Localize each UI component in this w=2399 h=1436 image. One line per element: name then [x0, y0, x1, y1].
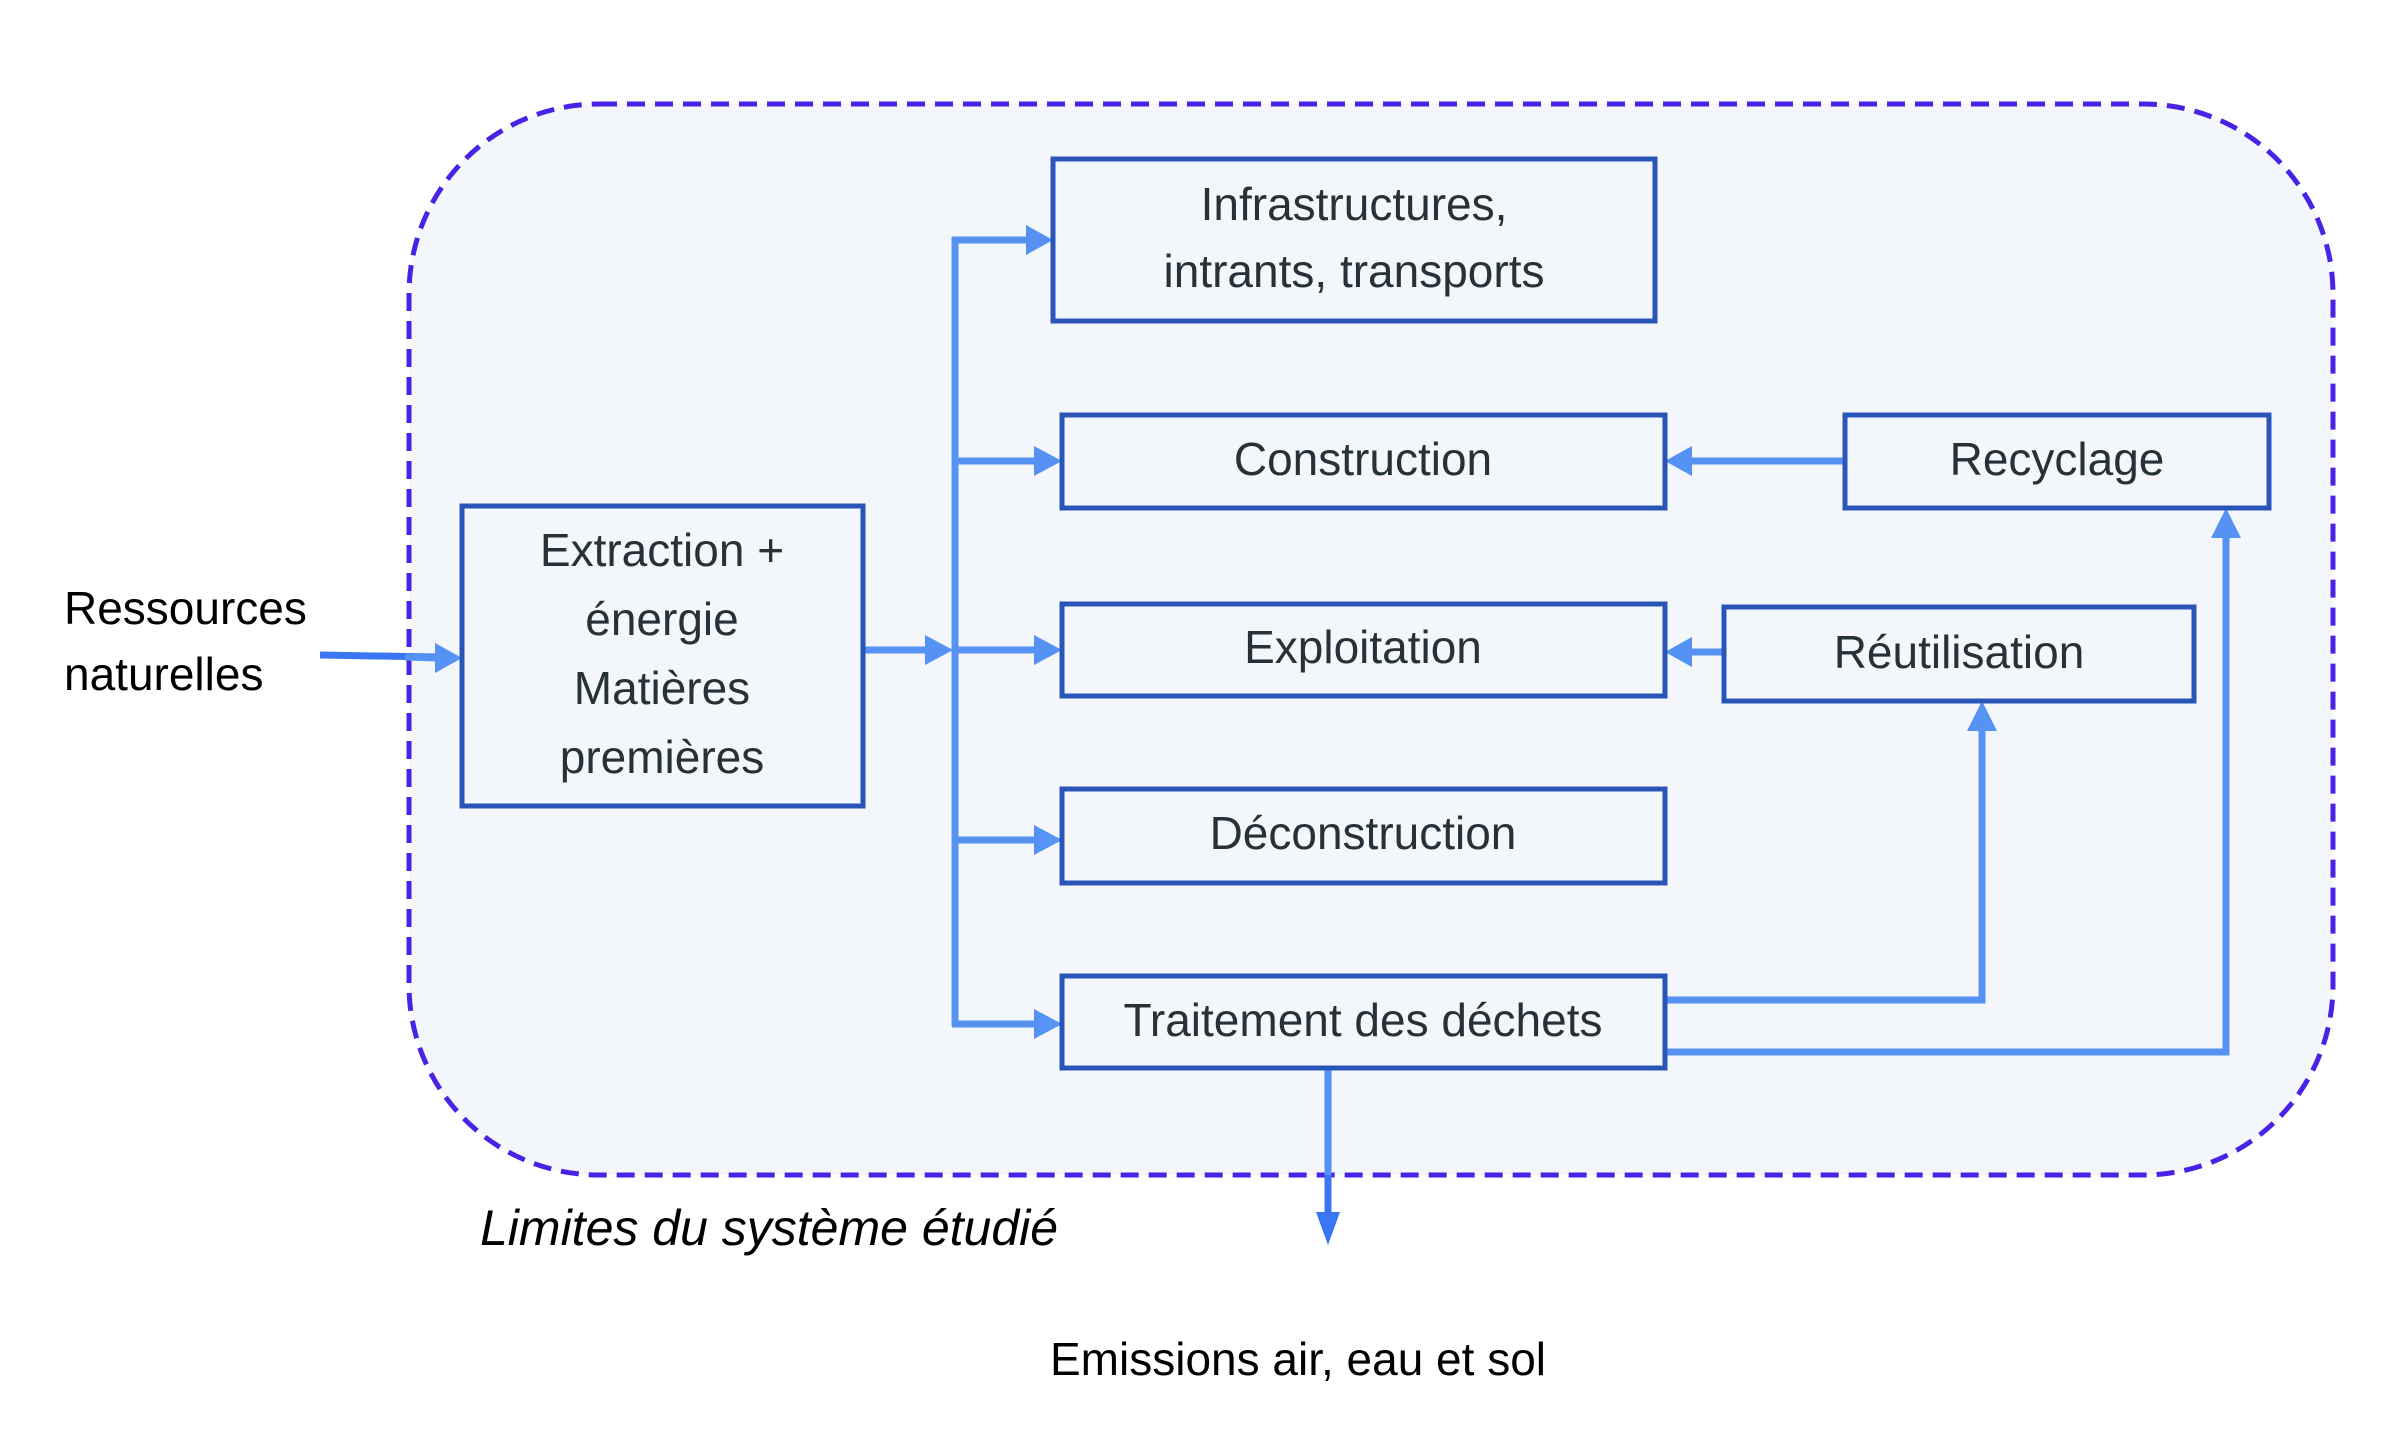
node-traitement[interactable]: Traitement des déchets [1059, 973, 1668, 1071]
arrow-traitement-to-reutilisation [1665, 701, 1997, 1004]
system-boundary-label: Limites du système étudié [480, 1200, 1058, 1256]
node-recyclage-label: Recyclage [1950, 433, 2165, 485]
node-extraction-line-1: Extraction + [540, 524, 784, 576]
node-recyclage[interactable]: Recyclage [1842, 412, 2272, 511]
node-extraction-line-4: premières [560, 731, 765, 783]
arrow-traitement-to-emissions [1316, 1068, 1340, 1245]
node-deconstruction[interactable]: Déconstruction [1059, 786, 1668, 886]
arrow-extraction-to-trunk [863, 635, 953, 665]
input-label-line-1: Ressources [64, 582, 307, 634]
node-deconstruction-label: Déconstruction [1210, 807, 1517, 859]
arrow-reutilisation-to-exploitation [1665, 637, 1724, 667]
node-construction[interactable]: Construction [1059, 412, 1668, 511]
arrow-traitement-to-recyclage [1665, 508, 2241, 1056]
arrow-to-infrastructures [952, 225, 1053, 255]
node-exploitation[interactable]: Exploitation [1059, 601, 1668, 699]
node-infrastructures-line-1: Infrastructures, [1201, 178, 1508, 230]
node-traitement-label: Traitement des déchets [1124, 994, 1603, 1046]
node-reutilisation-label: Réutilisation [1834, 626, 2085, 678]
arrow-to-exploitation [952, 635, 1062, 665]
node-extraction-line-2: énergie [585, 593, 738, 645]
arrow-to-construction [952, 446, 1062, 476]
node-infrastructures-line-2: intrants, transports [1164, 245, 1545, 297]
node-exploitation-label: Exploitation [1244, 621, 1482, 673]
node-reutilisation[interactable]: Réutilisation [1721, 604, 2197, 704]
node-construction-label: Construction [1234, 433, 1492, 485]
node-extraction[interactable]: Extraction + énergie Matières premières [459, 503, 866, 809]
arrow-to-traitement [952, 1009, 1062, 1039]
output-label: Emissions air, eau et sol [1050, 1333, 1546, 1385]
arrow-input-to-extraction [319, 643, 462, 673]
node-infrastructures[interactable]: Infrastructures, intrants, transports [1050, 156, 1658, 324]
input-label: Ressources naturelles [64, 582, 307, 700]
arrow-recyclage-to-construction [1665, 446, 1845, 476]
node-extraction-line-3: Matières [574, 662, 750, 714]
input-label-line-2: naturelles [64, 648, 263, 700]
arrow-to-deconstruction [952, 825, 1062, 855]
